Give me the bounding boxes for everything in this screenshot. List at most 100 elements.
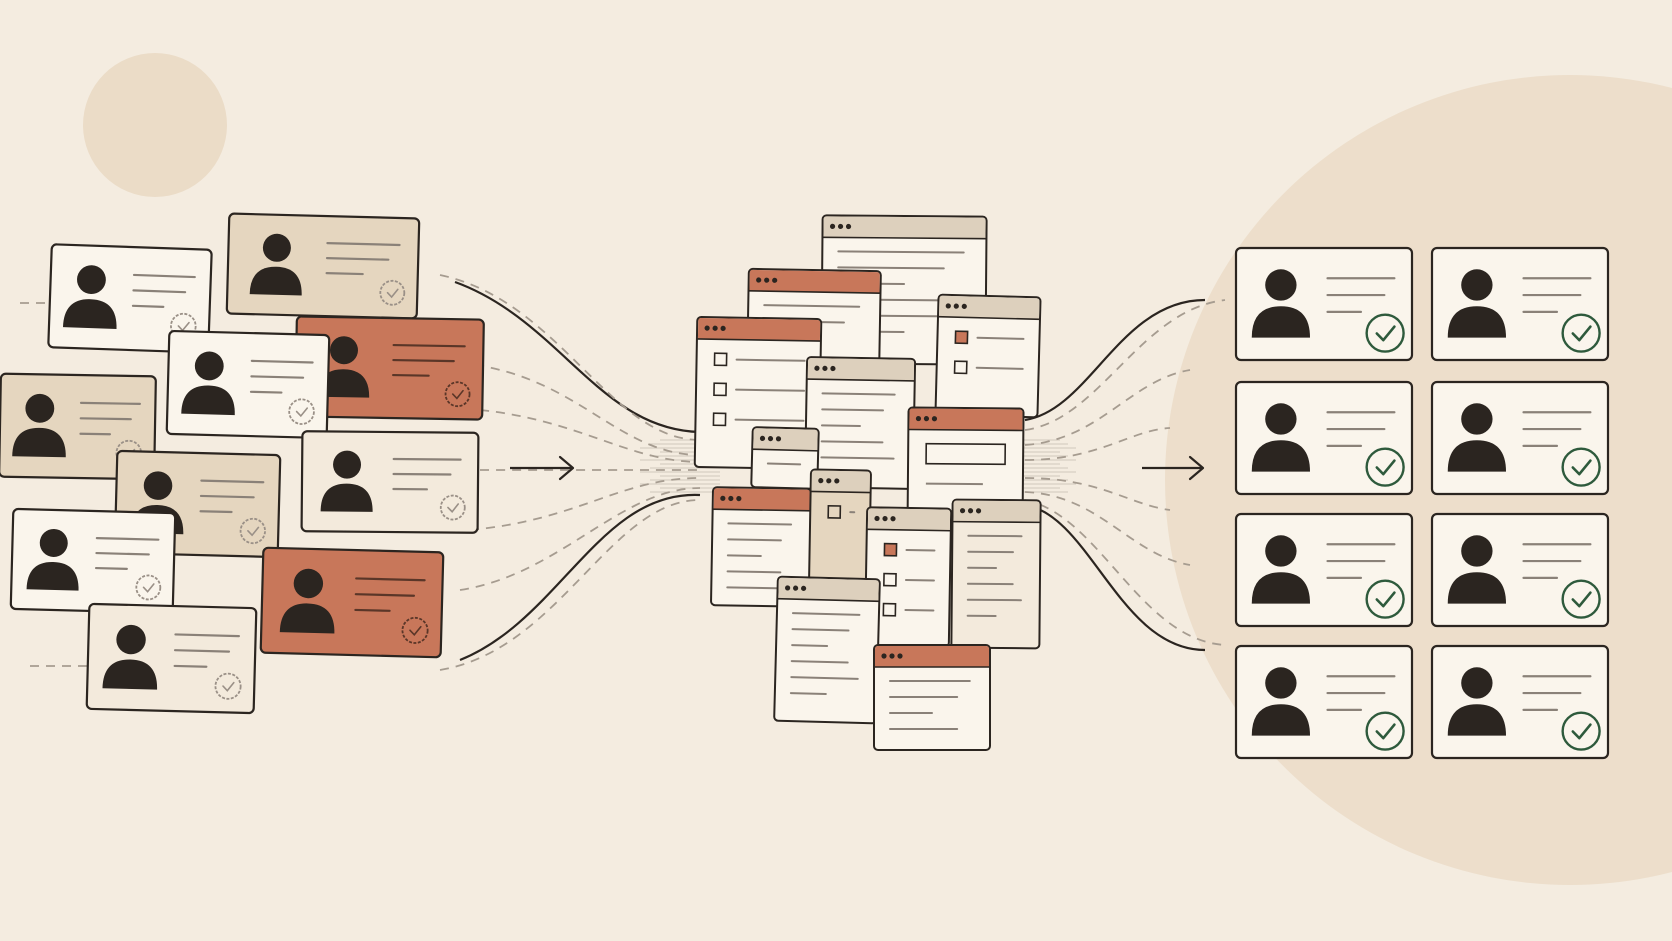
text-line [976, 336, 1025, 340]
person-head [1461, 667, 1493, 699]
window-dot [967, 508, 974, 514]
person-head [1265, 667, 1297, 699]
person-icon [1251, 403, 1310, 472]
check-circle-icon [1561, 313, 1601, 353]
window-dot [915, 415, 922, 422]
card-body [1234, 644, 1414, 760]
input-profile-card [300, 430, 480, 534]
titlebar-divider [712, 508, 811, 512]
checkbox-icon [883, 572, 897, 587]
window-dot [881, 653, 887, 659]
person-icon [320, 450, 373, 512]
card-body [1234, 512, 1414, 628]
person-body [1251, 704, 1310, 736]
checkbox-icon [712, 412, 727, 427]
funnel-curve-bottom-left [459, 493, 701, 662]
stamp-icon [401, 616, 429, 644]
window-dot [953, 303, 959, 309]
stamp-icon [439, 494, 466, 521]
text-line [727, 522, 793, 526]
check-circle-icon [1365, 447, 1405, 487]
stamp-ring [439, 494, 466, 521]
person-body [26, 561, 79, 591]
stamp-icon [288, 398, 315, 425]
person-body [12, 427, 66, 458]
check-mark [1375, 459, 1396, 476]
stamp-mark [447, 503, 460, 513]
person-head [293, 568, 324, 599]
person-icon [1251, 667, 1310, 736]
window-dot [830, 365, 836, 372]
person-head [194, 351, 224, 381]
stamp-mark [386, 288, 399, 299]
card-body [1430, 246, 1610, 362]
person-head [1265, 403, 1297, 435]
window-dot [785, 585, 791, 591]
stamp-mark [247, 526, 260, 537]
text-line [791, 612, 861, 616]
person-body [1251, 572, 1310, 604]
funnel-curve-top-left [454, 280, 701, 434]
output-cards-group [1234, 246, 1610, 760]
text-line [131, 304, 165, 308]
titlebar-divider [810, 490, 871, 494]
checkbox-icon [713, 352, 728, 367]
text-line [250, 375, 305, 379]
text-line [821, 392, 896, 396]
text-line [820, 440, 884, 444]
checkbox-icon [954, 330, 969, 345]
stamp-ring [239, 517, 266, 545]
decor-circle-small [83, 53, 227, 197]
window-dot [945, 303, 951, 309]
funnel-curve-top-right [1024, 298, 1206, 422]
arrow-head [558, 455, 575, 481]
person-head [1265, 535, 1297, 567]
text-line [354, 608, 391, 612]
window-pane [934, 293, 1042, 419]
card-body [165, 329, 331, 440]
window-titlebar [939, 295, 1040, 320]
text-line [791, 644, 829, 648]
dashed-flow-line [1024, 299, 1226, 431]
text-line [726, 570, 782, 574]
stamp-ring [379, 279, 406, 306]
text-line [791, 628, 850, 632]
window-titlebar [713, 488, 810, 511]
text-line [821, 408, 885, 412]
text-line [250, 359, 314, 364]
check-ring [1561, 579, 1601, 619]
card-body [1430, 380, 1610, 496]
stamp-mark [295, 407, 309, 418]
input-profile-card [9, 507, 177, 615]
window-dot [826, 478, 832, 484]
window-dot [712, 325, 718, 331]
check-circle-icon [1365, 711, 1405, 751]
window-titlebar [909, 408, 1023, 431]
input-profile-card [225, 212, 421, 320]
text-line [95, 551, 150, 556]
text-line [132, 289, 187, 294]
person-icon [181, 351, 235, 416]
text-line [174, 633, 241, 638]
text-line [820, 456, 895, 460]
window-dot [728, 495, 734, 502]
input-profile-card [0, 372, 157, 481]
person-head [1461, 269, 1493, 301]
window-titlebar [697, 317, 821, 342]
window-dot [759, 435, 766, 442]
titlebar-divider [777, 597, 880, 603]
person-head [262, 233, 291, 262]
stamp-icon [444, 381, 471, 408]
stamp-mark [409, 625, 422, 637]
window-dot [818, 478, 824, 484]
processing-windows-group [693, 214, 1042, 751]
input-cards-group [0, 212, 485, 715]
text-line [790, 676, 859, 680]
check-mark [1571, 325, 1592, 342]
person-icon [102, 624, 158, 690]
person-head [25, 393, 55, 423]
checkbox-icon [882, 602, 897, 617]
person-head [1461, 403, 1493, 435]
person-body [1447, 704, 1506, 736]
